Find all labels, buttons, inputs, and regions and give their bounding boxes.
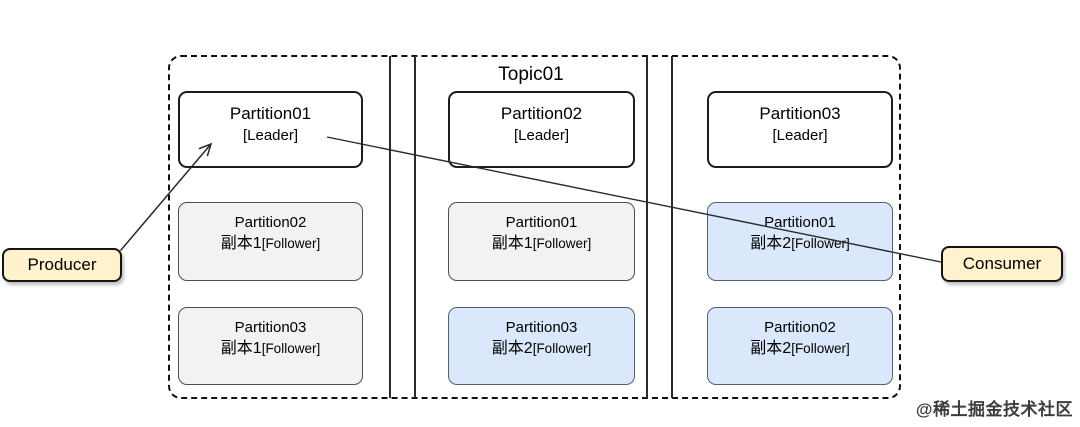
partition-subtitle: 副本2[Follower] — [750, 340, 850, 357]
partition-box-broker1-partition01-leader: Partition01 [Leader] — [178, 91, 363, 168]
partition-name: Partition01 — [229, 104, 312, 123]
partition-name: Partition03 — [505, 319, 578, 336]
partition-box-broker1-partition02-follower: Partition02 副本1[Follower] — [178, 202, 363, 281]
partition-box-broker3-partition03-leader: Partition03 [Leader] — [707, 91, 893, 168]
partition-subtitle: [Leader] — [772, 127, 828, 144]
broker-divider — [646, 56, 648, 398]
broker-divider — [671, 56, 673, 398]
watermark: @稀土掘金技术社区 — [915, 400, 1073, 419]
partition-name: Partition02 — [234, 214, 307, 231]
partition-subtitle: 副本2[Follower] — [750, 235, 850, 252]
partition-box-broker2-partition02-leader: Partition02 [Leader] — [448, 91, 635, 168]
partition-name: Partition01 — [764, 214, 836, 231]
partition-box-broker2-partition03-follower: Partition03 副本2[Follower] — [448, 307, 635, 385]
partition-subtitle: 副本1[Follower] — [220, 235, 321, 252]
partition-box-broker1-partition03-follower: Partition03 副本1[Follower] — [178, 307, 363, 385]
partition-subtitle: 副本1[Follower] — [220, 340, 321, 357]
partition-box-broker2-partition01-follower: Partition01 副本1[Follower] — [448, 202, 635, 281]
partition-name: Partition02 — [500, 104, 583, 123]
partition-box-broker3-partition01-follower: Partition01 副本2[Follower] — [707, 202, 893, 281]
consumer-label: Consumer — [941, 246, 1063, 282]
producer-label: Producer — [2, 248, 122, 282]
partition-box-broker3-partition02-follower: Partition02 副本2[Follower] — [707, 307, 893, 385]
topic-title: Topic01 — [498, 64, 564, 85]
broker-divider — [389, 56, 391, 398]
partition-subtitle: 副本2[Follower] — [491, 340, 592, 357]
partition-subtitle: [Leader] — [242, 127, 299, 144]
partition-name: Partition02 — [764, 319, 836, 336]
partition-name: Partition03 — [234, 319, 307, 336]
broker-divider — [414, 56, 416, 398]
partition-subtitle: 副本1[Follower] — [491, 235, 592, 252]
partition-name: Partition03 — [759, 104, 841, 123]
partition-name: Partition01 — [505, 214, 578, 231]
partition-subtitle: [Leader] — [513, 127, 570, 144]
